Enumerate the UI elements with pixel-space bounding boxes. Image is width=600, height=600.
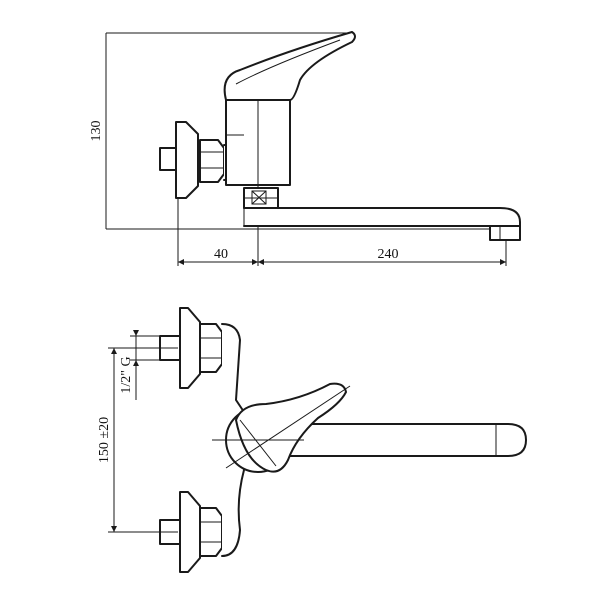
top-lower-connector (159, 491, 223, 573)
dim-label-150: 150 ±20 (97, 417, 112, 463)
dim-height-130: 130 (89, 32, 520, 230)
top-spout (287, 423, 527, 457)
dim-label-240: 240 (378, 247, 399, 262)
dim-spacing-150: 150 ±20 (97, 347, 178, 533)
side-spout (243, 207, 521, 241)
side-faucet-body (225, 82, 291, 236)
side-view: 130 40 240 (89, 31, 521, 266)
dim-thread-half-inch: 1/2" G (119, 330, 176, 400)
side-lever-handle (223, 31, 356, 101)
dim-label-130: 130 (89, 121, 104, 142)
top-view: 150 ±20 1/2" G (97, 307, 527, 573)
top-upper-connector (159, 307, 223, 389)
dim-label-thread: 1/2" G (119, 356, 134, 393)
dim-horizontal-chain: 40 240 (177, 180, 507, 266)
dim-label-40: 40 (214, 247, 228, 262)
top-center-lines (212, 385, 351, 469)
